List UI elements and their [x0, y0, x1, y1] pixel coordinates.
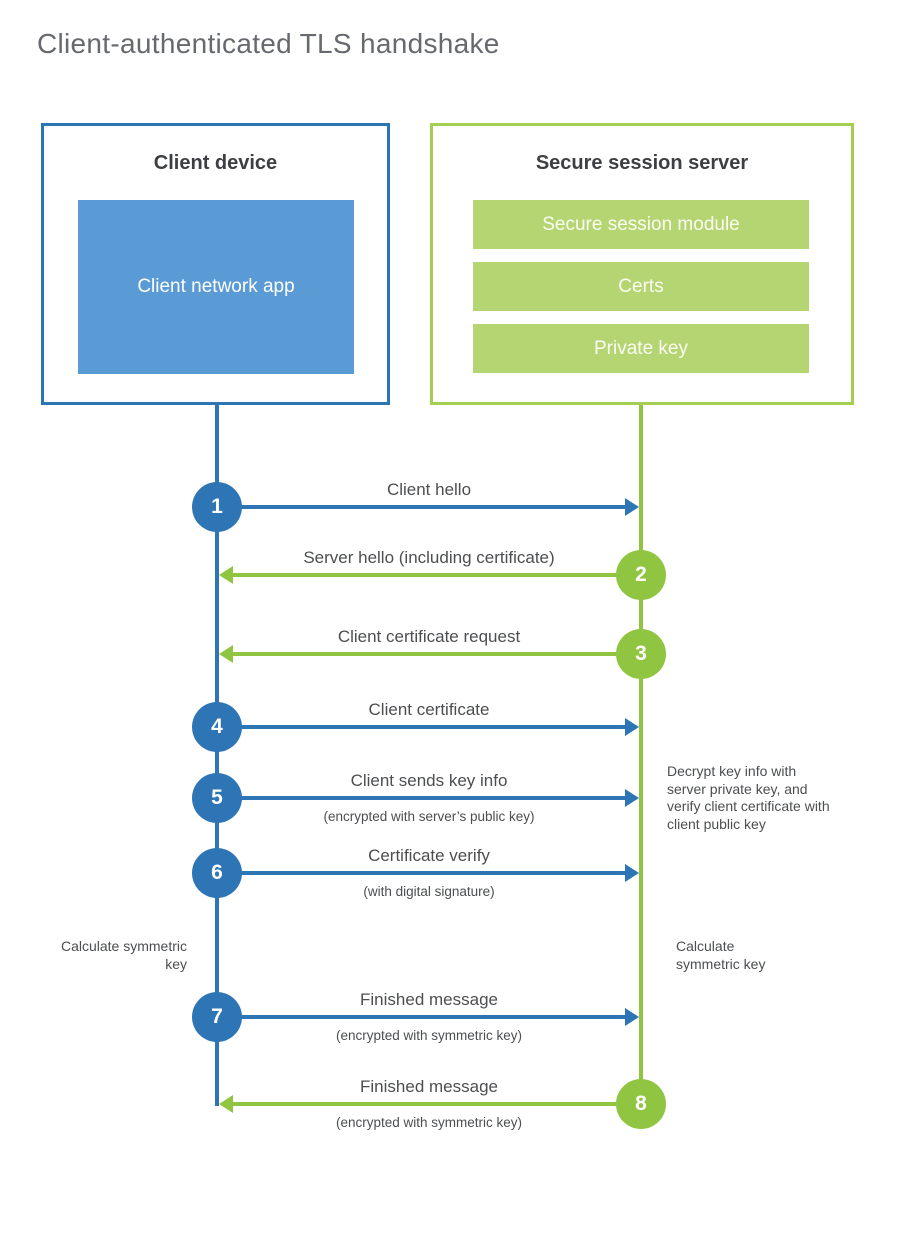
arrowhead-icon	[625, 718, 639, 736]
server-lifeline	[639, 405, 643, 1128]
arrowhead-icon	[219, 566, 233, 584]
arrowhead-icon	[625, 1008, 639, 1026]
step-circle: 4	[192, 702, 242, 752]
client-lifeline	[215, 405, 219, 1106]
message-arrow	[233, 1102, 616, 1106]
message-label: Client certificate request	[337, 627, 521, 646]
message-arrow	[233, 573, 616, 577]
message-arrow	[240, 505, 625, 509]
server-module-bar: Certs	[473, 262, 809, 311]
message-label: Client certificate	[368, 700, 490, 719]
step-circle: 7	[192, 992, 242, 1042]
arrowhead-icon	[219, 1095, 233, 1113]
message-label: Server hello (including certificate)	[303, 548, 555, 567]
client-network-app-label: Client network app	[137, 276, 295, 298]
client-network-app-box: Client network app	[78, 200, 354, 374]
step-circle: 2	[616, 550, 666, 600]
message-arrow	[240, 1015, 625, 1019]
secure-session-server-title: Secure session server	[535, 152, 749, 174]
message-label: Finished message	[360, 1077, 498, 1096]
message-label: Client sends key info	[350, 771, 508, 790]
server-module-bar: Secure session module	[473, 200, 809, 249]
step-circle: 8	[616, 1079, 666, 1129]
server-module-bar: Private key	[473, 324, 809, 373]
message-label: Certificate verify	[368, 846, 490, 865]
message-label: Finished message	[360, 990, 498, 1009]
arrowhead-icon	[625, 789, 639, 807]
decrypt-key-note: Decrypt key info with server private key…	[667, 763, 830, 832]
arrowhead-icon	[625, 498, 639, 516]
step-circle: 1	[192, 482, 242, 532]
calculate-symmetric-key-note-server: Calculate symmetric key	[676, 938, 766, 972]
message-arrow	[240, 796, 625, 800]
message-label: Client hello	[386, 480, 472, 499]
step-circle: 5	[192, 773, 242, 823]
message-arrow	[240, 871, 625, 875]
arrowhead-icon	[219, 645, 233, 663]
step-circle: 6	[192, 848, 242, 898]
client-device-title: Client device	[153, 152, 278, 174]
message-arrow	[233, 652, 616, 656]
page-title: Client-authenticated TLS handshake	[37, 28, 500, 59]
message-arrow	[240, 725, 625, 729]
calculate-symmetric-key-note-client: Calculate symmetric key	[60, 938, 187, 972]
message-sublabel: (encrypted with symmetric key)	[335, 1115, 523, 1130]
arrowhead-icon	[625, 864, 639, 882]
step-circle: 3	[616, 629, 666, 679]
message-sublabel: (encrypted with symmetric key)	[335, 1028, 523, 1043]
message-sublabel: (with digital signature)	[363, 884, 495, 899]
message-sublabel: (encrypted with server’s public key)	[323, 809, 535, 824]
